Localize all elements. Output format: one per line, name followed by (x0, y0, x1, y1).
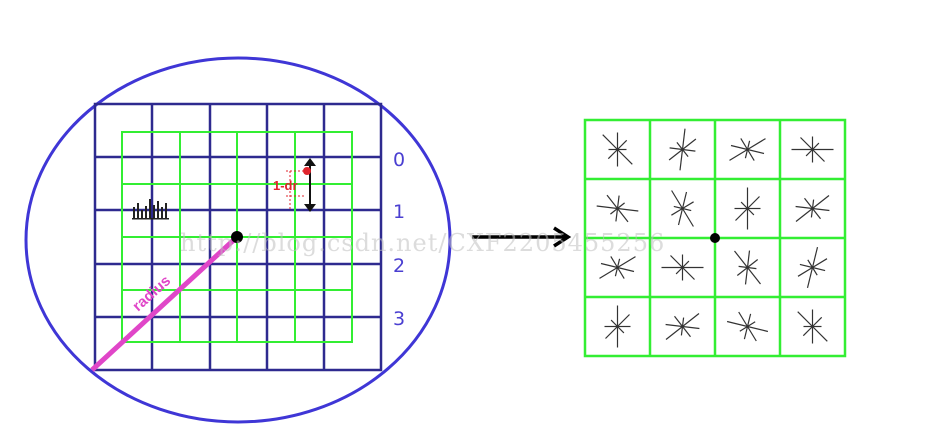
row-label: 3 (393, 308, 405, 330)
gradient-star-icon (797, 246, 828, 289)
right-panel (583, 118, 847, 358)
gradient-star-icon (596, 194, 639, 223)
row-label: 1 (393, 201, 405, 223)
gradient-star-icon (729, 138, 766, 161)
row-labels: 0 1 2 3 (393, 149, 405, 330)
radius-line (90, 235, 239, 372)
gradient-star-icon (795, 195, 830, 222)
gradient-star-icon (599, 256, 636, 279)
watermark: http://blog.csdn.net/CXF2205455256 (180, 229, 665, 257)
gradient-star-icon (734, 187, 761, 230)
center-dot-icon (710, 233, 720, 243)
gradient-star-icon (726, 311, 769, 342)
right-arrow-icon (472, 226, 572, 248)
dr-label: 1-dr (273, 178, 298, 193)
gradient-star-icon (791, 136, 834, 163)
gradient-histograms (596, 128, 834, 348)
gradient-star-icon (602, 132, 633, 167)
row-label: 0 (393, 149, 405, 171)
gradient-star-icon (797, 309, 828, 344)
row-label: 2 (393, 255, 405, 277)
gradient-star-icon (668, 128, 697, 171)
gradient-star-icon (604, 305, 631, 348)
sample-point-icon (303, 167, 311, 175)
center-dot-icon (231, 231, 243, 243)
window-circle (24, 56, 452, 424)
gradient-star-icon (671, 190, 694, 227)
gradient-star-icon (665, 313, 700, 340)
gradient-star-icon (661, 254, 704, 281)
gradient-star-icon (734, 250, 761, 285)
dr-marker: 1-dr (273, 158, 316, 212)
histogram-icon (132, 199, 169, 220)
